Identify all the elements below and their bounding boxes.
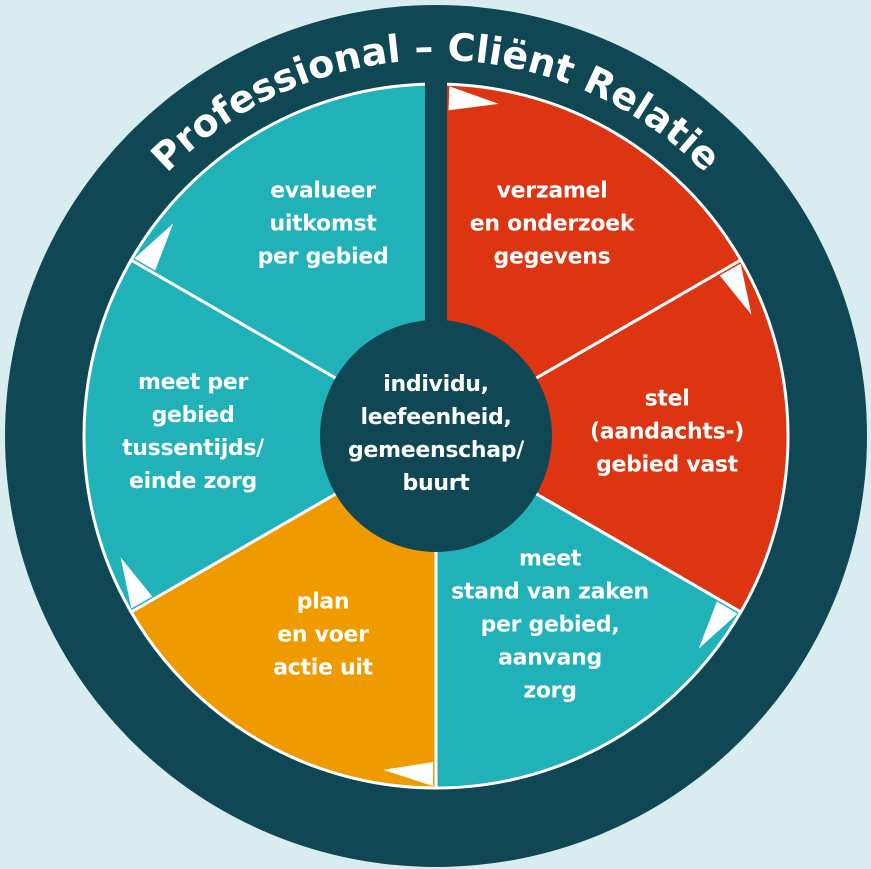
flag-arrow-icon <box>719 263 752 315</box>
segment-2 <box>432 257 790 615</box>
top-divider-bar <box>425 80 447 330</box>
flag-arrow-icon <box>120 557 153 609</box>
segment-6 <box>129 82 438 439</box>
segment-label-collect: verzamel en onderzoek gegevens <box>469 178 635 270</box>
segment-label-measure-end: meet per gebied tussentijds/ einde zorg <box>122 370 264 494</box>
segment-label-determine: stel (aandachts-) gebied vast <box>590 386 744 478</box>
segment-4 <box>129 433 438 790</box>
segment-3 <box>434 433 743 790</box>
segment-1 <box>434 82 743 439</box>
segment-label-plan: plan en voer actie uit <box>273 589 373 681</box>
flag-arrow-icon <box>383 761 434 786</box>
center-hub <box>320 320 552 552</box>
flag-arrow-icon <box>134 223 174 271</box>
flag-arrow-icon <box>698 601 738 649</box>
center-label: individu, leefeenheid, gemeenschap/ buur… <box>348 372 524 496</box>
flag-arrow-icon <box>448 86 499 111</box>
segment-label-evaluate: evalueer uitkomst per gebied <box>257 178 389 270</box>
segment-5 <box>82 257 440 615</box>
segment-label-measure-start: meet stand van zaken per gebied, aanvang… <box>451 546 649 704</box>
